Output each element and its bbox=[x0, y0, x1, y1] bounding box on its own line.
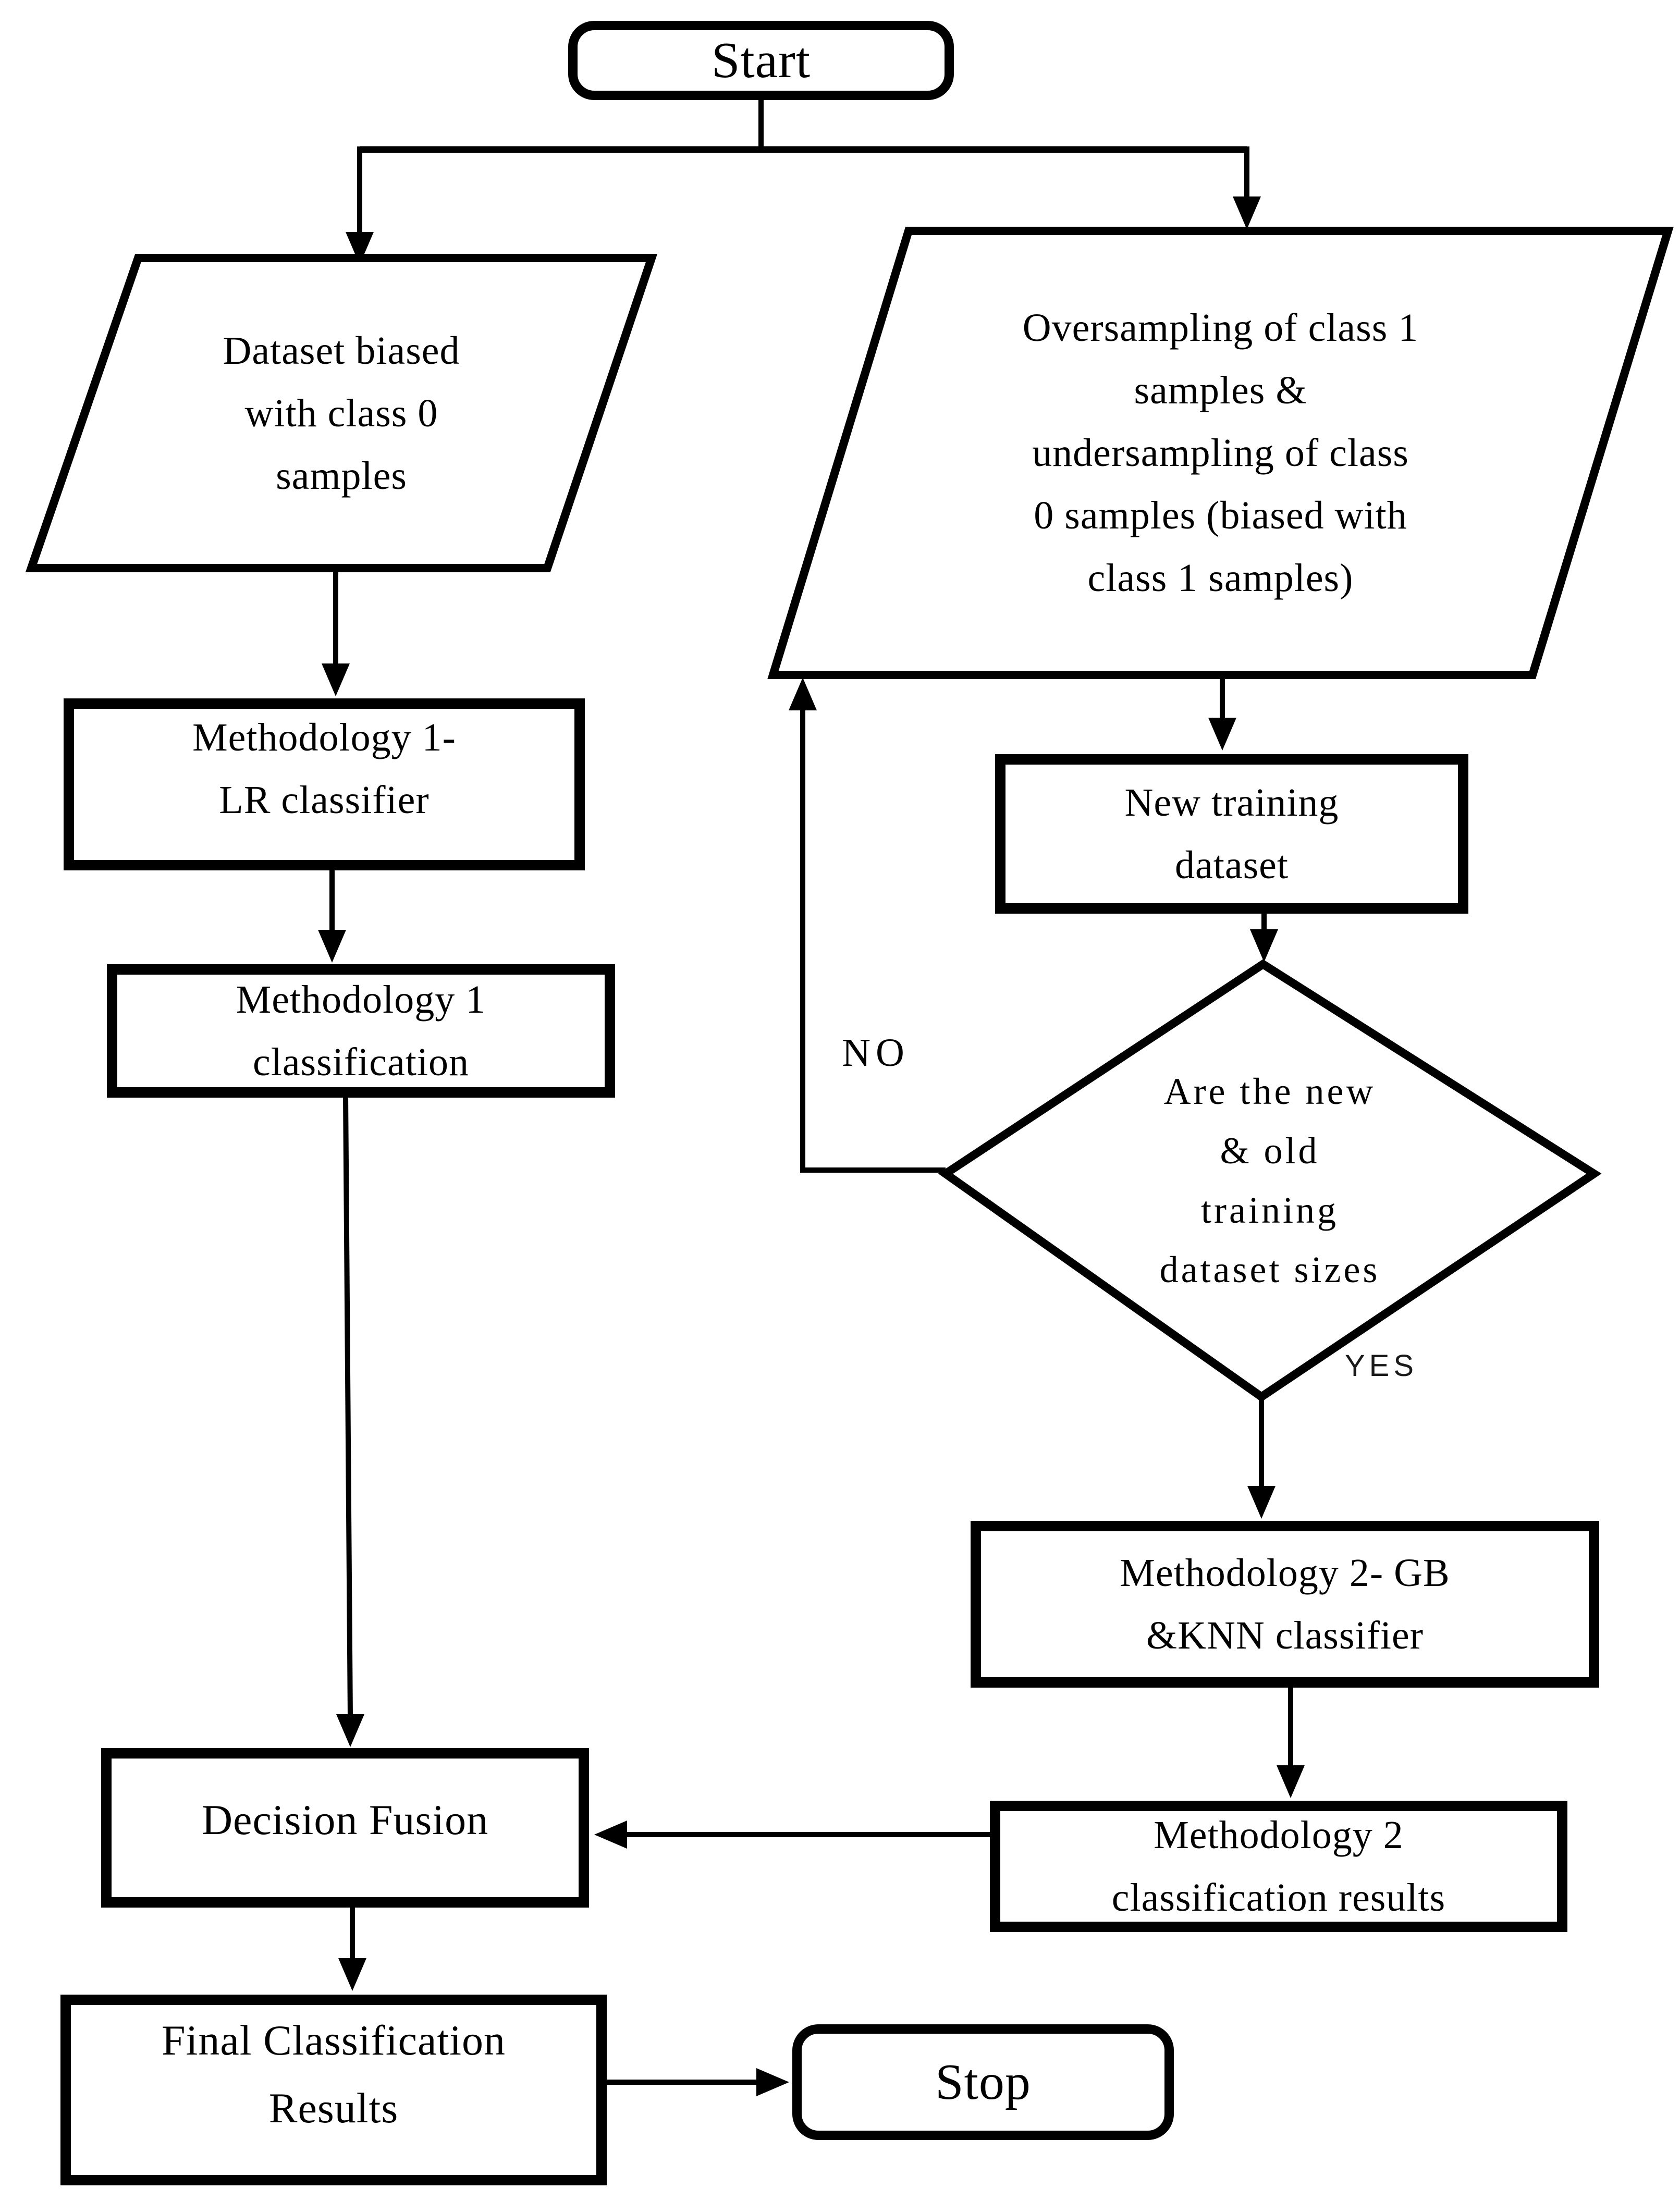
arrowhead-into-decision bbox=[1250, 929, 1278, 962]
methodology1-classification-line: classification bbox=[253, 1040, 469, 1084]
decision-fusion-label: Decision Fusion bbox=[201, 1796, 489, 1843]
final-results-line: Final Classification bbox=[162, 2016, 506, 2064]
node-start: Start bbox=[568, 21, 954, 100]
methodology1-line: Methodology 1- bbox=[192, 716, 456, 759]
arrowhead-into-dataset-biased bbox=[346, 232, 374, 265]
arrowhead-into-newtraining bbox=[1208, 718, 1236, 751]
node-decision-fusion: Decision Fusion bbox=[101, 1748, 589, 1908]
node-methodology1: Methodology 1- LR classifier bbox=[64, 698, 585, 870]
edge-classification-to-fusion bbox=[343, 1095, 353, 1718]
diamond-size-check bbox=[938, 959, 1602, 1402]
node-methodology1-classification: Methodology 1 classification bbox=[107, 964, 615, 1098]
node-methodology2: Methodology 2- GB &KNN classifier bbox=[971, 1521, 1599, 1688]
methodology1-line: LR classifier bbox=[219, 778, 430, 822]
methodology2-line: &KNN classifier bbox=[1146, 1614, 1424, 1657]
arrowhead-into-oversampling bbox=[1233, 196, 1261, 229]
parallelogram-dataset-biased bbox=[25, 254, 658, 572]
arrowhead-into-results bbox=[1277, 1765, 1305, 1798]
edge-decision-no-loop bbox=[800, 709, 946, 1173]
arrowhead-into-methodology2 bbox=[1247, 1486, 1276, 1519]
node-final-results: Final Classification Results bbox=[60, 1995, 607, 2185]
node-stop-label: Stop bbox=[935, 2054, 1031, 2110]
arrowhead-into-methodology1 bbox=[322, 663, 350, 696]
node-stop: Stop bbox=[792, 2024, 1174, 2140]
final-results-line: Results bbox=[268, 2084, 399, 2132]
parallelogram-oversampling bbox=[767, 227, 1674, 679]
methodology2-results-line: classification results bbox=[1111, 1876, 1446, 1920]
arrowhead-into-fusion-top bbox=[336, 1714, 364, 1747]
node-new-training-dataset: New training dataset bbox=[995, 754, 1468, 914]
arrowhead-into-fusion-right bbox=[594, 1821, 627, 1849]
arrowhead-into-final bbox=[338, 1958, 366, 1991]
arrowhead-into-oversampling-bottom bbox=[789, 678, 817, 710]
methodology2-line: Methodology 2- GB bbox=[1120, 1551, 1450, 1595]
node-methodology2-results: Methodology 2 classification results bbox=[990, 1801, 1567, 1932]
node-start-label: Start bbox=[711, 32, 811, 89]
arrowhead-into-stop bbox=[756, 2068, 789, 2096]
new-training-line: New training bbox=[1124, 781, 1339, 825]
new-training-line: dataset bbox=[1174, 843, 1289, 887]
arrowhead-into-methodology1-classification bbox=[318, 930, 346, 963]
methodology1-classification-line: Methodology 1 bbox=[236, 978, 486, 1022]
methodology2-results-line: Methodology 2 bbox=[1154, 1813, 1404, 1857]
